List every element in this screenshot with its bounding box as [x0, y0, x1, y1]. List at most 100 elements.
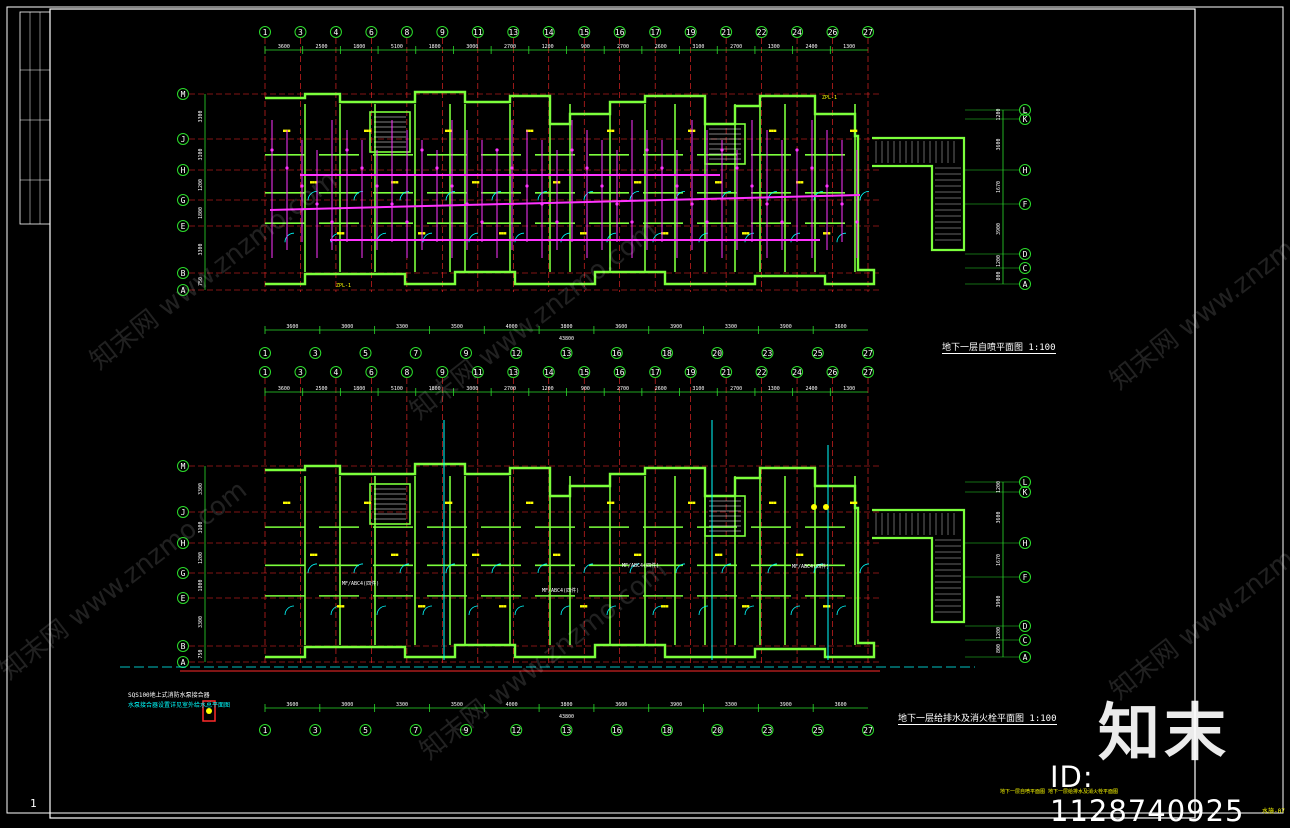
axis-bubble	[1019, 164, 1031, 176]
dimension-value: 3900	[670, 324, 682, 330]
axis-bubble	[1019, 537, 1031, 549]
dimension-value: 3000	[341, 324, 353, 330]
axis-label: 23	[763, 349, 773, 358]
dimension-value: 3900	[996, 595, 1002, 607]
dimension-value: 3300	[396, 324, 408, 330]
dimension-value: 1300	[843, 386, 855, 392]
room-tag: ■■■	[472, 179, 480, 184]
axis-label: 24	[792, 28, 802, 37]
door-swing	[583, 563, 594, 573]
door-swing	[859, 191, 870, 201]
axis-label: 19	[686, 368, 696, 377]
dimension-value: 3600	[278, 44, 290, 50]
axis-bubble	[755, 26, 768, 38]
dimension-value: 1670	[996, 181, 1002, 193]
room-tag: ■■■	[850, 128, 858, 133]
dimension-value: 2700	[730, 386, 742, 392]
sprinkler-head	[510, 166, 514, 170]
pump-connector-symbol	[206, 708, 212, 714]
axis-label: 13	[562, 726, 572, 735]
sprinkler-head	[375, 184, 379, 188]
room-tag: ■■■	[337, 603, 345, 608]
axis-bubble	[460, 347, 472, 359]
axis-bubble	[610, 724, 623, 736]
sprinkler-head	[735, 166, 739, 170]
axis-bubble	[409, 724, 422, 736]
axis-bubble	[711, 347, 724, 359]
sprinkler-head	[690, 202, 694, 206]
axis-label: 20	[712, 349, 722, 358]
sprinkler-head	[450, 184, 454, 188]
room-tag: ■■■	[769, 500, 777, 505]
room-tag: ■■■	[823, 603, 831, 608]
room-tag: ■■■	[418, 603, 426, 608]
axis-label: M	[181, 90, 186, 99]
inner-border	[49, 8, 1196, 819]
axis-bubble	[578, 366, 591, 378]
axis-label: 18	[662, 349, 672, 358]
axis-bubble	[409, 347, 422, 359]
axis-bubble	[177, 133, 189, 145]
axis-label: 21	[721, 28, 731, 37]
axis-bubble	[365, 26, 378, 38]
axis-bubble	[294, 26, 307, 38]
dimension-value: 1200	[198, 552, 204, 564]
room-tag: ■■■	[364, 500, 372, 505]
dimension-value: 1800	[353, 386, 365, 392]
axis-bubble	[755, 366, 768, 378]
room-tag: ■■■	[715, 179, 723, 184]
axis-label: 9	[464, 726, 469, 735]
axis-label: 13	[508, 28, 518, 37]
dimension-value: 3100	[198, 521, 204, 533]
axis-bubble	[1019, 198, 1031, 210]
axis-label: 1	[263, 349, 268, 358]
dimension-value: 3600	[286, 324, 298, 330]
axis-label: 6	[369, 28, 374, 37]
door-swing	[652, 232, 663, 243]
sprinkler-head	[750, 184, 754, 188]
sprinkler-head	[420, 148, 424, 152]
axis-label: 22	[757, 28, 767, 37]
axis-bubble	[177, 267, 189, 279]
axis-bubble	[471, 366, 484, 378]
door-swing	[422, 232, 433, 243]
room-tag: ■■■	[580, 231, 588, 236]
sprinkler-head	[630, 220, 634, 224]
axis-bubble	[811, 724, 824, 736]
axis-bubble	[791, 366, 804, 378]
axis-label: D	[1023, 250, 1028, 259]
axis-bubble	[862, 724, 874, 736]
axis-label: B	[181, 642, 186, 651]
room-tag: ■■■	[391, 552, 399, 557]
sprinkler-head	[315, 202, 319, 206]
dimension-value: 3000	[466, 44, 478, 50]
sprinkler-head	[270, 148, 274, 152]
axis-label: L	[1023, 478, 1028, 487]
axis-bubble	[791, 26, 804, 38]
room-tag: ■■■	[391, 179, 399, 184]
axis-label: 16	[615, 28, 625, 37]
title-strip	[19, 11, 51, 225]
axis-bubble	[177, 194, 189, 206]
door-swing	[445, 563, 456, 573]
axis-label: 25	[813, 349, 823, 358]
dimension-value: 3900	[670, 702, 682, 708]
door-swing	[859, 563, 870, 573]
dimension-value: 1200	[542, 386, 554, 392]
dimension-value: 800	[996, 271, 1002, 280]
sprinkler-head	[645, 148, 649, 152]
axis-bubble	[761, 347, 774, 359]
axis-bubble	[309, 347, 322, 359]
axis-bubble	[177, 506, 189, 518]
outer-border	[6, 6, 1284, 814]
dimension-value: 4000	[506, 702, 518, 708]
axis-label: A	[1023, 653, 1028, 662]
axis-label: 27	[863, 28, 873, 37]
dimension-value: 3600	[835, 702, 847, 708]
axis-bubble	[826, 26, 839, 38]
axis-label: K	[1023, 115, 1028, 124]
axis-bubble	[1019, 104, 1031, 116]
axis-bubble	[684, 26, 697, 38]
